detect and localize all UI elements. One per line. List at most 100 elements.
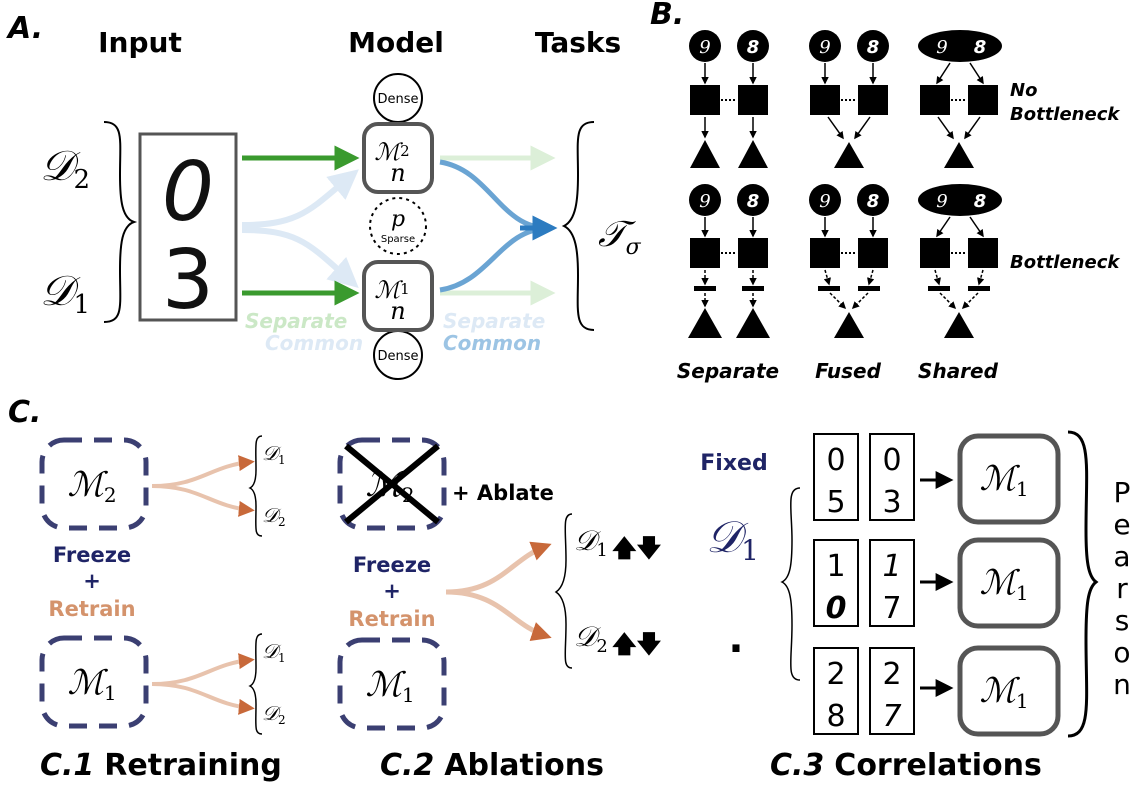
c2-brace [554,513,573,669]
module-m2-box [362,122,434,194]
common-input-arrow-bottom [241,227,359,288]
pearson-letter-5: s [1115,604,1130,637]
c3-pair-1-right-top: 0 [882,443,901,478]
c3-pair-row-2: 1 0 1 7 ℳ1 [813,537,1061,629]
c1-module-m1 [39,635,149,729]
task-label: 𝒯σ [598,214,642,260]
svg-text:9: 9 [699,37,710,58]
common-input-arrow-top [241,169,359,228]
svg-text:8: 8 [867,37,880,58]
input-heading: Input [98,26,182,59]
dataset-d2-label: 𝒟2 [40,141,90,195]
pearson-letter-1: P [1114,476,1131,509]
c3-pair-1-left [813,433,859,521]
panel-a: A. Input Model Tasks 𝒟2 𝒟1 0 3 Dense Den… [6,11,642,380]
ablate-cross-2 [344,443,440,525]
c3-module-3-label: ℳ1 [979,671,1028,713]
module-m1-box [362,260,434,332]
legend-common-blue: Common [443,331,541,355]
legend-common-green: Common [265,331,363,355]
c3-pair-1-left-top: 0 [826,443,845,478]
dense-label-bottom: Dense [377,349,418,364]
c2-module-m1 [337,637,447,731]
svg-text:9: 9 [819,37,830,58]
c3-pair-2-left-top: 1 [826,549,845,584]
panel-c3: Fixed 𝒟1 · 0 5 0 3 ℳ1 1 0 1 [700,430,1131,783]
c1-brace-top [248,435,263,537]
c3-pair-3-right-top: 2 [882,657,901,692]
common-output-arrow-bottom [439,225,549,293]
c2-d2: 𝒟2 [574,620,608,657]
c1-retrain: Retrain [48,597,135,621]
svg-text:8: 8 [974,37,987,58]
fused-no-bottleneck: 9 8 [809,30,889,168]
no-bottleneck-label-1: No [1010,80,1037,101]
fused-caption: Fused [815,359,881,383]
c1-arrow-bottom-d2 [151,682,255,715]
input-brace [103,121,138,323]
panel-c: C. ℳ2 Freeze + Retrain ℳ1 𝒟1 𝒟2 𝒟1 𝒟2 C.… [8,395,1131,783]
pearson-letter-3: a [1113,540,1130,573]
c2-m1-label: ℳ1 [365,665,414,707]
sparse-p-label: p [391,207,405,232]
shared-no-bottleneck: 9 8 [918,30,1002,168]
sparse-label: Sparse [381,234,415,245]
svg-text:8: 8 [747,37,760,58]
panel-c-letter: C. [8,395,41,430]
c2-arrow-d1 [445,541,552,595]
c3-pair-1-left-bottom: 5 [826,485,845,520]
module-m1-label: ℳ1 [374,276,409,304]
c1-bottom-d1: 𝒟1 [262,639,286,665]
c3-d1: 𝒟1 [706,512,759,567]
module-m1-n: n [390,297,405,325]
c3-pair-2-left-bottom: 0 [826,591,847,626]
c1-m1-label: ℳ1 [67,663,116,705]
c2-plus: + [383,579,401,603]
c3-pair-row-1: 0 5 0 3 ℳ1 [813,433,1061,525]
panel-b: B. 9 8 9 8 [650,0,1120,383]
svg-text:9: 9 [699,191,710,212]
task-brace [561,121,595,331]
no-bottleneck-label-2: Bottleneck [1010,104,1120,125]
c3-module-2 [957,537,1061,629]
fused-bottleneck: 9 8 [809,184,889,338]
c3-pair-1-right [869,433,915,521]
c3-pair-2-right-bottom: 7 [882,591,901,626]
c2-ablate: + Ablate [452,481,554,505]
c2-arrow-d2 [445,589,552,642]
separate-bottleneck: 9 8 [688,184,770,338]
svg-text:9: 9 [936,191,947,212]
c1-m2-label: ℳ2 [67,465,116,507]
panel-a-letter: A. [6,11,43,46]
legend-separate-blue: Separate [443,309,545,333]
c3-dot: · [728,626,743,672]
c3-pair-row-3: 2 8 2 7 ℳ1 [813,645,1061,737]
c3-right-brace [1067,430,1099,738]
c3-pair-2-right [869,539,915,627]
model-heading: Model [348,26,444,59]
c2-d2-updown-icon: 🡅🡇 [612,630,662,658]
c3-pair-3-right [869,647,915,735]
legend-separate-green: Separate [245,309,347,333]
c3-left-brace [780,487,801,681]
pearson-letter-2: e [1113,508,1130,541]
pearson-letter-4: r [1116,572,1128,605]
shared-bottleneck: 9 8 [918,184,1002,338]
input-image-frame [138,132,238,322]
c3-fixed: Fixed [700,451,767,476]
c1-top-d2: 𝒟2 [262,503,286,529]
c2-d1: 𝒟1 [574,524,608,561]
c1-brace-bottom [248,633,263,735]
module-m2-label: ℳ2 [374,138,409,166]
svg-text:9: 9 [936,37,947,58]
tasks-heading: Tasks [535,26,621,59]
c1-freeze: Freeze [53,543,131,567]
dataset-d1-label: 𝒟1 [40,266,90,320]
c3-pair-3-left-bottom: 8 [826,699,845,734]
common-output-arrow-top [439,159,549,231]
c3-pair-3-left [813,647,859,735]
